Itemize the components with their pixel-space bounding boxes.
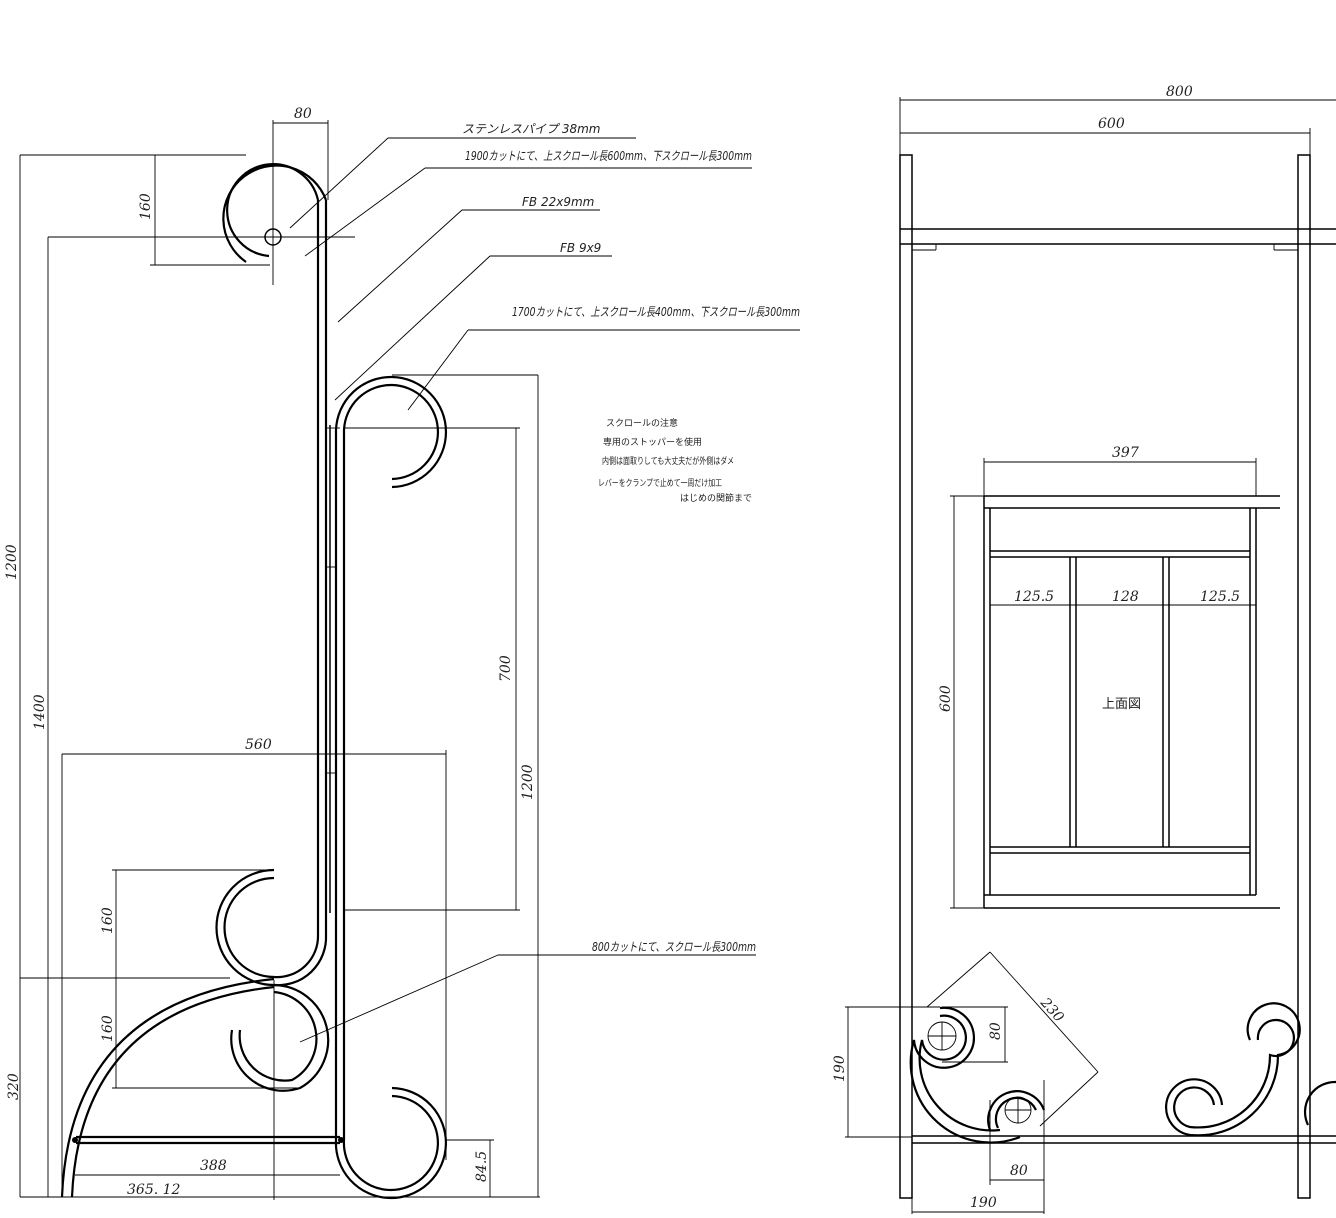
weld-point xyxy=(338,1137,344,1143)
note-line-1: スクロールの注意 xyxy=(606,417,678,429)
dim-line xyxy=(1039,1071,1099,1127)
dim-1200-left: 1200 xyxy=(4,544,20,580)
dim-160-a: 160 xyxy=(100,907,116,934)
dim-160-top: 160 xyxy=(138,193,154,220)
leader-line xyxy=(337,209,463,323)
mid-scroll-inner xyxy=(238,990,318,1082)
note-line-4: レバーをクランプで止めて一周だけ加工 xyxy=(598,477,722,489)
callout-fb22: FB 22x9mm xyxy=(522,195,594,209)
callout-cut1700: 1700カットにて、上スクロール長400mm、下スクロール長300mm xyxy=(512,305,800,319)
left-leg xyxy=(899,154,913,1199)
leader-line xyxy=(407,329,469,411)
note-line-5: はじめの関節まで xyxy=(680,492,752,504)
dim-600: 600 xyxy=(1098,116,1125,132)
front-scroll-small-outer xyxy=(987,1090,1046,1131)
callout-cut800: 800カットにて、スクロール長300mm xyxy=(592,940,756,954)
dim-125-b: 125.5 xyxy=(1200,589,1240,605)
dim-80: 80 xyxy=(294,106,312,122)
dim-128: 128 xyxy=(1112,589,1139,605)
front-scroll-edge xyxy=(1303,1080,1336,1126)
bottom-hook-scroll-inner xyxy=(342,1094,440,1192)
note-line-2: 専用のストッパーを使用 xyxy=(603,436,702,448)
front-scroll-left-outer xyxy=(909,1006,1021,1144)
dim-190-v: 190 xyxy=(832,1055,848,1082)
top-scroll-inner xyxy=(226,163,320,258)
front-view: 800 600 397 125.5 128 125.5 600 上面図 230 … xyxy=(832,84,1336,1214)
dim-320: 320 xyxy=(6,1073,22,1100)
dim-line xyxy=(926,951,991,1008)
leader-line xyxy=(334,255,491,401)
dim-700: 700 xyxy=(498,655,514,682)
leader-line xyxy=(299,954,499,1043)
dim-397: 397 xyxy=(1112,445,1139,461)
post-bend-outer xyxy=(273,934,328,987)
bottom-hook-scroll-outer xyxy=(334,1086,448,1200)
note-line-3: 内側は面取りしても大丈夫だが外側はダメ xyxy=(602,455,734,467)
callout-cut1900: 1900カットにて、上スクロール長600mm、下スクロール長300mm xyxy=(465,149,752,163)
dim-800: 800 xyxy=(1166,84,1193,100)
dim-84: 84.5 xyxy=(474,1151,490,1182)
top-scroll-outer xyxy=(222,164,328,263)
dim-1200-right: 1200 xyxy=(520,764,536,800)
front-scroll-left-inner xyxy=(918,1014,1001,1132)
dim-80-h: 80 xyxy=(1010,1163,1028,1179)
dim-125-a: 125.5 xyxy=(1014,589,1054,605)
dim-80-v: 80 xyxy=(988,1022,1004,1040)
dim-160-b: 160 xyxy=(100,1015,116,1042)
large-arc-outer xyxy=(60,977,275,1198)
front-scroll-small-inner xyxy=(994,1096,1037,1129)
weld-point xyxy=(72,1137,78,1143)
callout-fb9: FB 9x9 xyxy=(560,241,601,255)
side-view: ステンレスパイプ 38mm 1900カットにて、上スクロール長600mm、下スク… xyxy=(4,106,800,1200)
dim-600-v: 600 xyxy=(938,685,954,712)
dim-230: 230 xyxy=(1036,994,1067,1025)
top-view-label: 上面図 xyxy=(1102,697,1141,712)
large-arc-inner xyxy=(70,985,275,1198)
post-bend-inner xyxy=(273,934,320,979)
front-scroll-right-inner xyxy=(1173,1018,1295,1129)
dim-190-h: 190 xyxy=(970,1195,997,1211)
leader-line xyxy=(304,167,426,257)
callout-pipe: ステンレスパイプ 38mm xyxy=(462,122,600,136)
right-leg xyxy=(1297,154,1311,1199)
dim-388: 388 xyxy=(200,1158,227,1174)
dim-365: 365. 12 xyxy=(127,1182,181,1198)
lower-scroll-inner xyxy=(223,876,275,979)
dim-1400: 1400 xyxy=(32,694,48,730)
leader-line xyxy=(289,137,389,229)
front-scroll-right-outer xyxy=(1165,1002,1301,1137)
dim-560: 560 xyxy=(245,737,272,753)
second-post-outer xyxy=(334,375,448,1140)
mid-scroll-outer xyxy=(230,983,330,1092)
lower-scroll-outer xyxy=(215,868,275,987)
dim-line xyxy=(989,951,1099,1073)
second-post-inner xyxy=(342,383,440,1140)
